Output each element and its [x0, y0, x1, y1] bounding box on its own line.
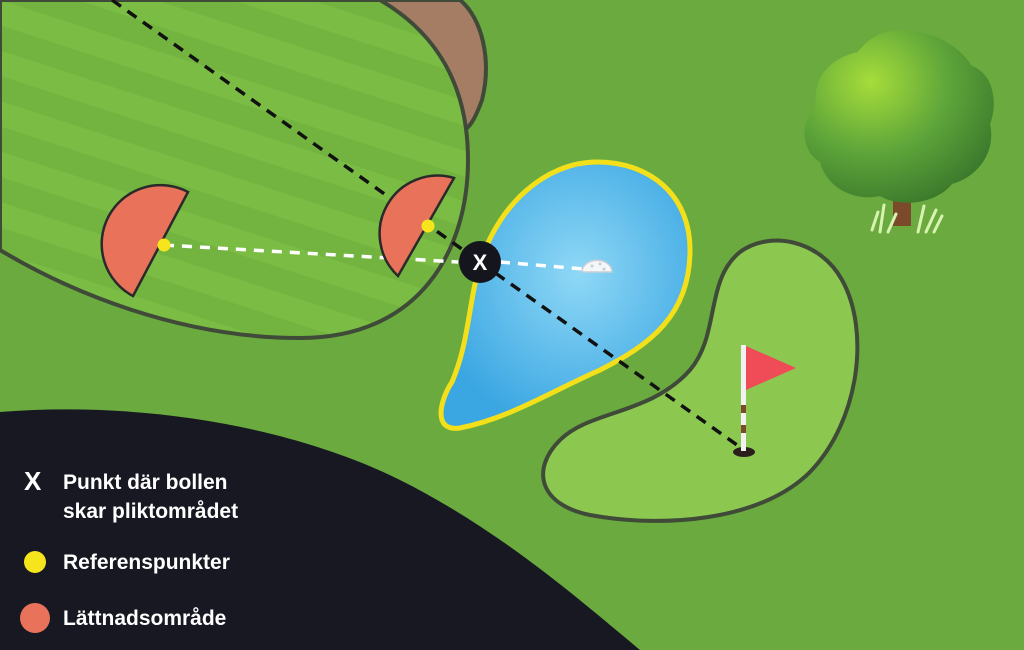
grass-tuft-icon: [870, 203, 944, 234]
legend-item-relief-area: Lättnadsområde: [20, 603, 226, 633]
relief-area-left: [100, 184, 190, 298]
legend-yellow-dot: [24, 551, 46, 573]
legend-relief-area-label: Lättnadsområde: [63, 607, 226, 630]
flag-cloth: [746, 346, 796, 390]
legend-orange-dot: [20, 603, 50, 633]
crossing-marker-label: X: [473, 250, 488, 275]
tree-canopy: [804, 30, 994, 203]
legend-background: [0, 409, 640, 650]
relief-area-right: [378, 174, 456, 278]
fairway: [0, 0, 471, 341]
legend-entry-point-line2: skar pliktområdet: [63, 500, 238, 523]
flag-pole: [741, 345, 746, 451]
legend-reference-point-label: Referenspunkter: [63, 551, 230, 574]
flag-icon: [733, 345, 796, 457]
legend-entry-point-line1: Punkt där bollen: [63, 471, 228, 494]
legend-item-entry-point: X Punkt där bollen skar pliktområdet: [24, 466, 238, 523]
reference-point-left: [157, 238, 171, 252]
reference-line: [163, 243, 597, 272]
legend: X Punkt där bollen skar pliktområdet Ref…: [20, 466, 238, 633]
legend-item-reference-point: Referenspunkter: [24, 551, 230, 574]
tree-icon: [804, 30, 994, 234]
hole: [733, 447, 755, 457]
legend-x-symbol: X: [24, 466, 42, 496]
line-of-play: [110, 0, 746, 452]
golf-ball-icon: [581, 259, 613, 273]
putting-green: [541, 238, 860, 523]
reference-point-right: [421, 219, 435, 233]
ball-crossing-marker: X: [459, 241, 501, 283]
